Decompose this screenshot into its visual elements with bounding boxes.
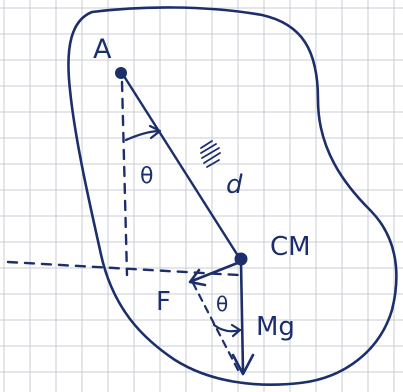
top-angle-arc [124, 129, 160, 142]
force-vector-line [190, 260, 242, 283]
pivot-label: A [93, 34, 112, 65]
weight-label: Mg [256, 312, 295, 342]
weight-vector-line [239, 260, 245, 374]
pivot-to-cm-line [120, 71, 242, 261]
weight-vector-arrowhead [231, 353, 255, 376]
top-angle-arrowhead [148, 124, 162, 140]
center-of-mass-label: CM [270, 232, 311, 262]
force-vector-arrowhead [188, 268, 207, 287]
pivot-point [115, 67, 127, 79]
bottom-angle-arrowhead [230, 323, 242, 338]
force-label: F [156, 287, 171, 317]
force-component-dashed-line [191, 281, 240, 372]
rigid-body-outline [67, 6, 398, 386]
distance-hatch-mark [200, 140, 221, 168]
horizontal-reference-line [6, 260, 240, 277]
top-angle-label: θ [140, 164, 153, 189]
distance-label: d [226, 170, 243, 200]
bottom-angle-arc [212, 323, 242, 333]
vertical-reference-line [120, 80, 129, 277]
bottom-angle-label: θ [216, 292, 228, 316]
